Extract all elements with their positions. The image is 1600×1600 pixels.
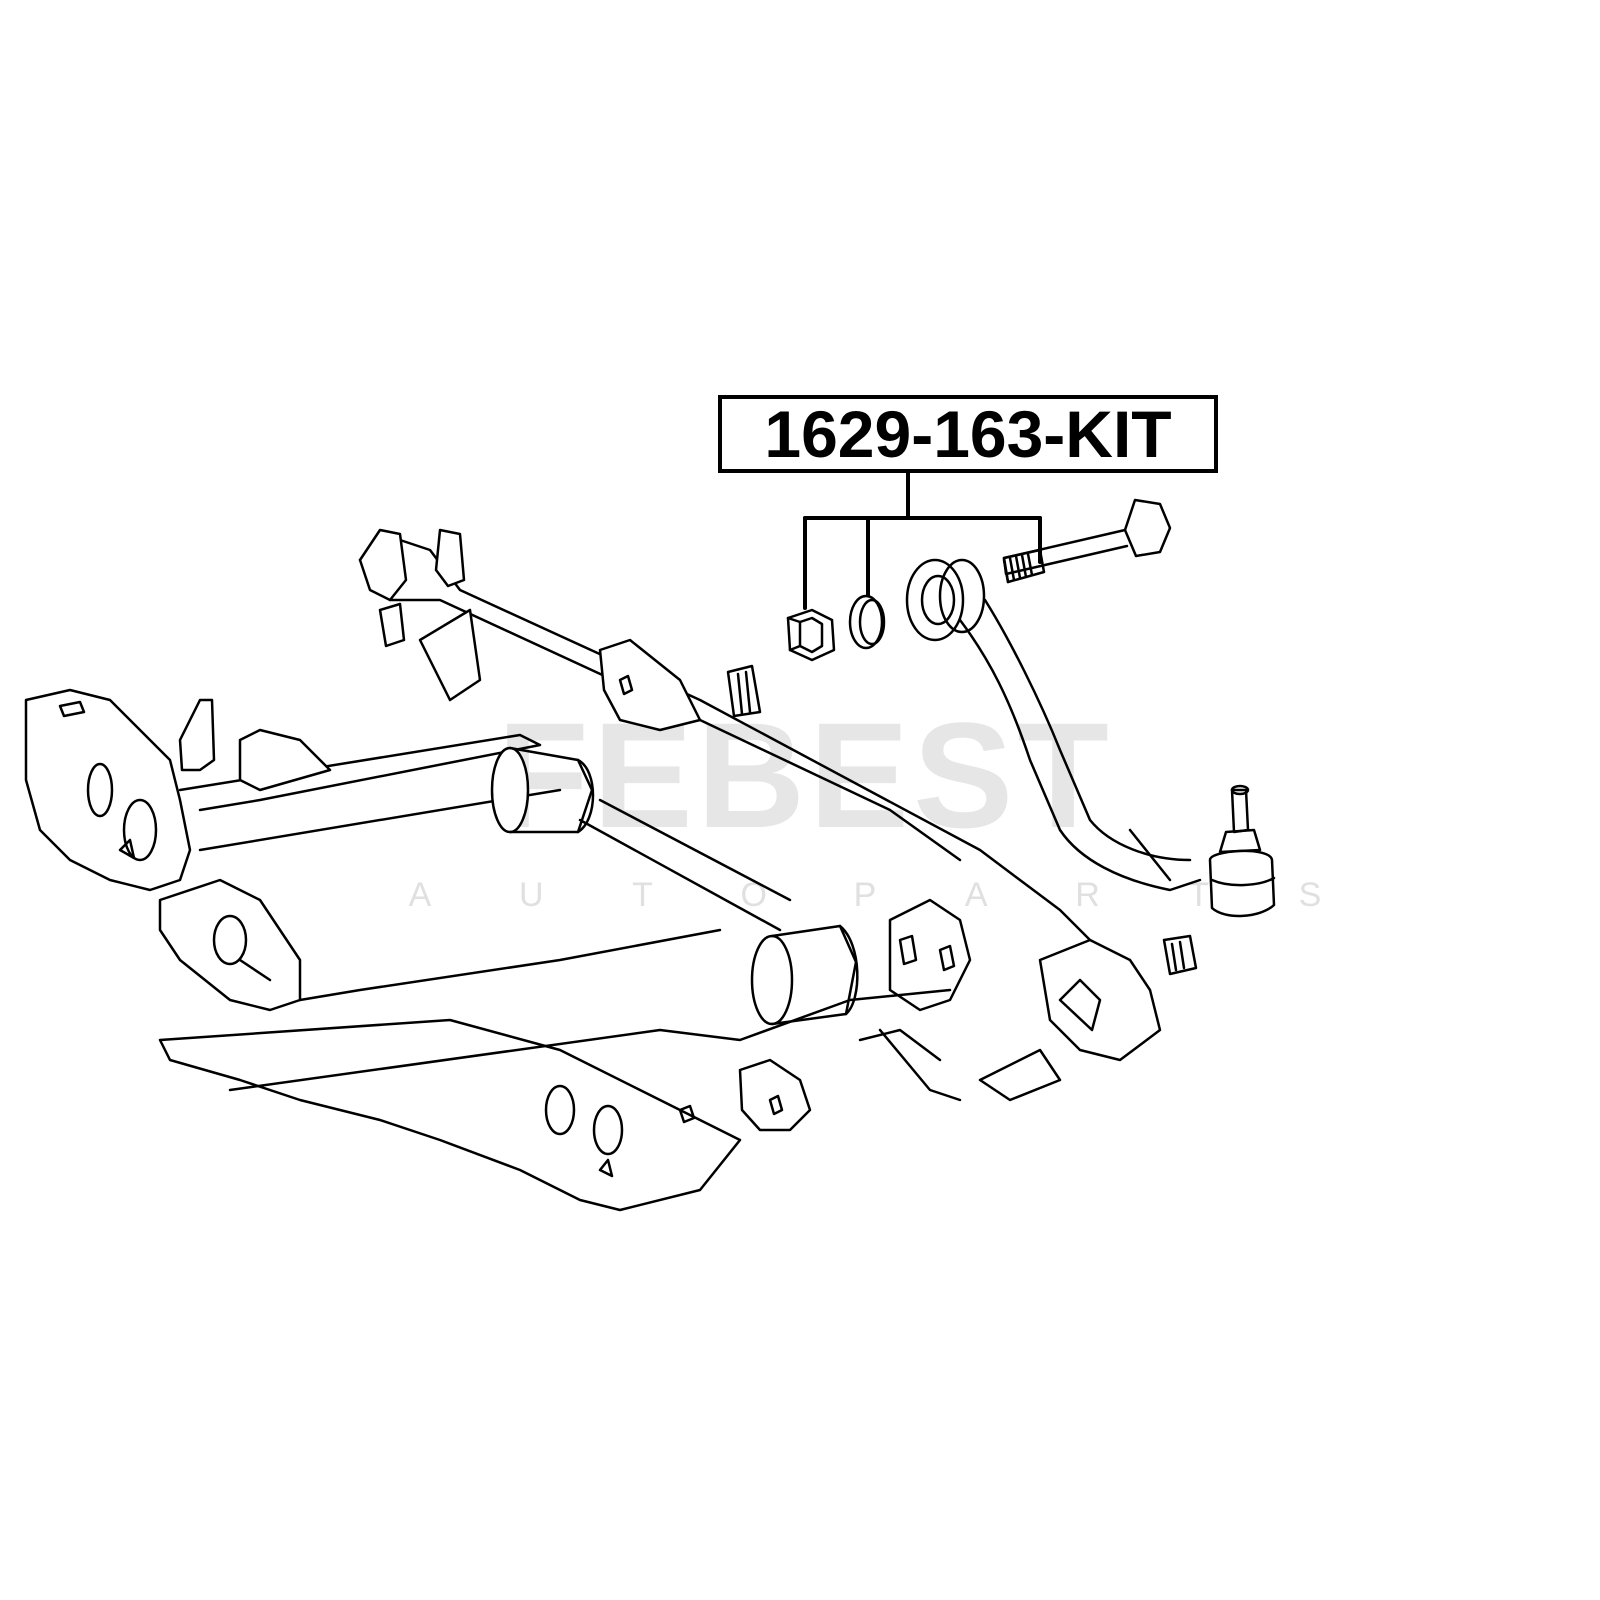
eccentric-bolt [1002,498,1172,584]
watermark-letter: T [1188,876,1210,914]
part-number-callout: 1629-163-KIT [718,395,1218,473]
control-arm [905,558,1276,918]
eccentric-washer [848,594,886,650]
watermark-letter: T [632,876,653,914]
nut [786,608,836,662]
part-number-label: 1629-163-KIT [764,397,1172,471]
callout-leaders [803,471,1042,610]
watermark-letter: R [1075,876,1100,914]
watermark-letter: A [408,876,432,914]
watermark-letter: U [518,876,544,914]
watermark-letter: P [853,876,877,914]
watermark-brand: FEBEST [497,691,1113,859]
subframe [24,528,1198,1212]
watermark-letter: A [964,876,988,914]
watermark-letter: O [740,876,767,914]
watermark-letter: S [1298,876,1322,914]
